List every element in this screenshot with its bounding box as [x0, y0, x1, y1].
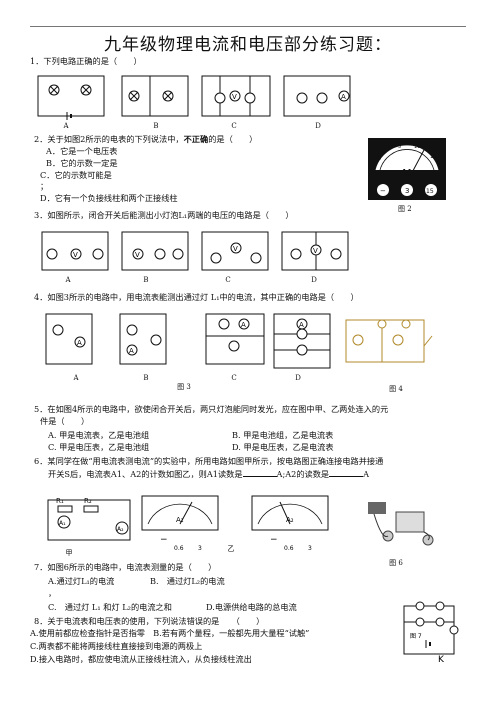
svg-text:V: V — [135, 251, 140, 259]
q4-figure-4 — [345, 319, 433, 363]
q8-text: 8．关于电流表和电压表的使用，下列说法错误的是 （ ） — [34, 616, 265, 626]
svg-text:V: V — [232, 93, 237, 101]
q1-option-d: D — [315, 122, 321, 130]
q7-option-d: D.电源供给电路的总电流 — [206, 602, 297, 612]
top-rule — [30, 26, 466, 27]
q5-option-c: C. 甲是电压表，乙是电池组 — [48, 442, 150, 452]
q2-option-a: A．它是一个电压表 — [46, 146, 118, 156]
q3-option-a: A — [65, 276, 71, 284]
fig6-photo — [368, 502, 434, 546]
q3-text: 3．如图所示，闭合开关后能测出小灯泡L₁两端的电压的电路是（ ） — [34, 210, 294, 220]
meter-letter: V — [403, 168, 411, 179]
q7-text: 7．如图6所示的电路中，电流表测量的是（ ） — [34, 562, 217, 572]
q7-option-a: A.通过灯L₁的电流 — [48, 576, 115, 586]
q2-option-b: B．它的示数一定是 — [46, 158, 118, 168]
a1-terminal-neg: − — [160, 535, 168, 545]
fig7-caption: 图 7 — [410, 633, 422, 640]
svg-text:A: A — [299, 321, 304, 329]
fig2-caption: 图 2 — [398, 205, 412, 213]
ammeter-a1: A₁ − 0.6 3 — [141, 495, 219, 552]
a1-terminal-3: 3 — [198, 545, 202, 552]
fig3-caption: 图 3 — [177, 383, 191, 391]
q4-option-a: A — [73, 374, 79, 382]
svg-text:V: V — [73, 251, 78, 259]
svg-text:A: A — [241, 321, 246, 329]
q4-circuit-c: A — [205, 313, 265, 365]
a2-terminal-neg: − — [270, 535, 278, 545]
q6-yi-label: 乙 — [227, 545, 235, 553]
svg-text:V: V — [313, 247, 318, 255]
q6-text-1: 6．某同学在做“用电流表测电流”的实验中，所用电路如图甲所示，按电路图正确连接电… — [34, 456, 384, 466]
q1-text: 1．下列电路正确的是（ ） — [30, 56, 142, 66]
svg-text:A: A — [341, 93, 346, 101]
q2-mark: ； — [40, 181, 49, 191]
q3-circuit-c: V — [201, 231, 269, 271]
q6-circuit-jia: R₁ R₂ A₁ A₂ — [47, 497, 131, 541]
q1-option-c: C — [231, 122, 237, 130]
r2-label: R₂ — [84, 497, 92, 505]
q4-option-b: B — [143, 374, 149, 382]
ammeter-a1-label: A₁ — [176, 516, 184, 524]
r1-label: R₁ — [56, 497, 64, 505]
ammeter-a2: A₂ − 0.6 3 — [251, 495, 329, 552]
q7-mark: ， — [48, 588, 57, 598]
q3-circuit-b: V — [121, 231, 189, 271]
q5-text-2: 件是（ ） — [40, 416, 90, 426]
q1-option-b: B — [153, 122, 159, 130]
q3-option-b: B — [143, 276, 149, 284]
q5-option-d: D. 甲是电压表，乙是电流表 — [232, 442, 334, 452]
q3-circuit-d: V — [281, 231, 349, 271]
q1-option-a: A — [63, 122, 69, 130]
q7-option-b: B. 通过灯L₂的电流 — [150, 576, 225, 586]
meter-scale-15: 15 — [430, 154, 436, 160]
terminal-neg: − — [380, 187, 386, 195]
meter-scale-0: 0 — [378, 156, 381, 162]
svg-text:A: A — [129, 347, 134, 355]
a2-terminal-06: 0.6 — [284, 545, 294, 552]
q1-circuit-b — [121, 75, 189, 117]
q2-stem: 2．关于如图2所示的电表的下列说法中，不正确的是（ ） — [34, 134, 258, 144]
page-title: 九年级物理电流和电压部分练习题： — [104, 35, 392, 55]
q3-option-c: C — [225, 276, 231, 284]
svg-text:V: V — [233, 245, 238, 253]
q7-option-c: C. 通过灯 L₁ 和灯 L₂的电流之和 — [48, 602, 172, 612]
a1-terminal-06: 0.6 — [174, 545, 184, 552]
q4-circuit-d: A — [273, 313, 331, 369]
q6-jia-label: 甲 — [65, 549, 73, 557]
q5-text-1: 5．在如图4所示的电路中，欲使闭合开关后，两只灯泡能同时发光，应在图中甲、乙两处… — [34, 404, 389, 414]
ammeter-a2-label: A₂ — [286, 516, 294, 524]
q3-circuit-a: V — [41, 231, 109, 271]
q3-option-d: D — [311, 276, 317, 284]
q4-option-c: C — [231, 374, 237, 382]
q4-circuit-a: A — [45, 313, 93, 365]
fig7-switch-label: K — [438, 655, 445, 665]
fig7-circuit: 图 7 K — [403, 601, 459, 665]
circuit-a1-label: A₁ — [59, 520, 66, 527]
svg-text:A: A — [77, 339, 82, 347]
meter-scale-5: 5 — [398, 144, 401, 150]
fig6-caption: 图 6 — [389, 559, 403, 567]
terminal-15: 15 — [426, 188, 434, 195]
fig4-caption: 图 4 — [389, 385, 403, 393]
q8-option-d: D.接入电路时，都应使电流从正接线柱流入，从负接线柱流出 — [30, 654, 252, 664]
a2-terminal-3: 3 — [308, 545, 312, 552]
q8-option-ab: A.使用前都应检查指针是否指零 B.若有两个量程，一般都先用大量程“试触” — [30, 628, 310, 638]
q1-circuit-d: A — [283, 75, 351, 117]
q1-circuit-a — [37, 75, 105, 120]
q4-text: 4．如图3所示的电路中，用电流表能测出通过灯 L₁中的电流，其中正确的电路是（ … — [34, 292, 359, 302]
q5-option-a: A. 甲是电流表，乙是电池组 — [48, 430, 150, 440]
circuit-a2-label: A₂ — [117, 526, 124, 533]
q4-option-d: D — [295, 374, 301, 382]
terminal-3: 3 — [405, 187, 409, 195]
q1-circuit-c: V — [201, 75, 271, 117]
voltmeter-figure: 0 5 10 15 V − 3 15 — [368, 138, 446, 200]
q5-option-b: B. 甲是电池组，乙是电流表 — [232, 430, 334, 440]
q2-option-d: D．它有一个负接线柱和两个正接线柱 — [40, 193, 178, 203]
meter-scale-10: 10 — [414, 144, 420, 150]
q4-circuit-b: A — [119, 313, 167, 365]
q2-option-c: C．它的示数可能是 — [40, 170, 112, 180]
q8-option-c: C.两表都不能将两接线柱直接接到电源的两极上 — [30, 641, 203, 651]
